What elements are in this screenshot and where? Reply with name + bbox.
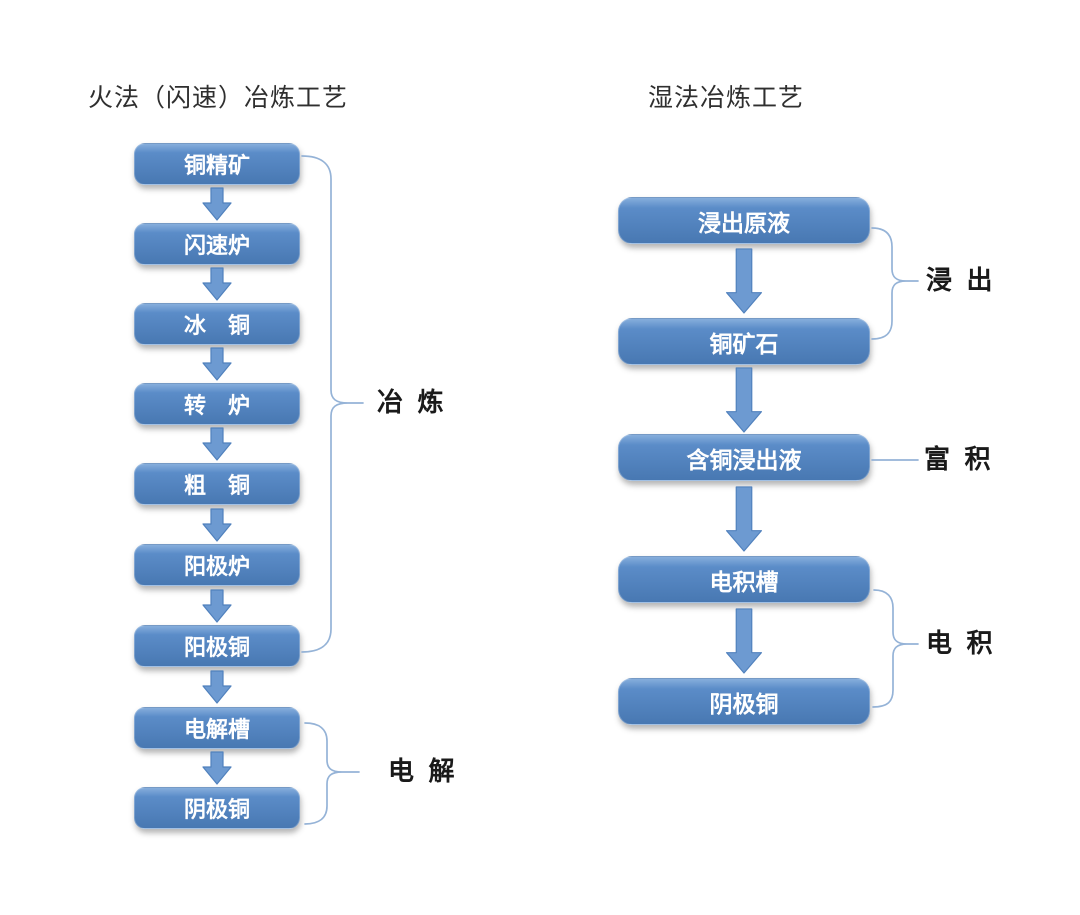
brace-electrolysis-icon bbox=[304, 722, 360, 825]
down-arrow-icon bbox=[202, 427, 232, 461]
flow-box: 电解槽 bbox=[134, 707, 300, 749]
down-arrow-icon bbox=[725, 485, 763, 552]
stage-label-electrowinning: 电 积 bbox=[926, 629, 997, 658]
stage-label-electrolysis: 电 解 bbox=[388, 757, 459, 786]
stage-label-enrichment: 富 积 bbox=[924, 445, 995, 474]
down-arrow-icon bbox=[202, 187, 232, 221]
flow-box: 转 炉 bbox=[134, 383, 300, 425]
down-arrow-icon bbox=[202, 347, 232, 381]
left-flow-title: 火法（闪速）冶炼工艺 bbox=[88, 85, 349, 112]
down-arrow-icon bbox=[202, 670, 232, 704]
flow-box: 铜矿石 bbox=[618, 318, 870, 365]
flow-box: 阳极铜 bbox=[134, 625, 300, 667]
down-arrow-icon bbox=[202, 507, 232, 542]
down-arrow-icon bbox=[725, 607, 763, 674]
brace-electrowinning-icon bbox=[872, 589, 919, 708]
down-arrow-icon bbox=[202, 751, 232, 785]
down-arrow-icon bbox=[725, 366, 763, 433]
flow-box: 粗 铜 bbox=[134, 463, 300, 505]
stage-label-smelting: 冶 炼 bbox=[377, 388, 448, 417]
down-arrow-icon bbox=[202, 588, 232, 623]
flow-box: 电积槽 bbox=[618, 556, 870, 603]
flow-box: 闪速炉 bbox=[134, 223, 300, 265]
down-arrow-icon bbox=[202, 267, 232, 301]
brace-leaching-icon bbox=[871, 227, 919, 340]
flow-box: 铜精矿 bbox=[134, 143, 300, 185]
down-arrow-icon bbox=[725, 248, 763, 314]
flow-box: 阴极铜 bbox=[618, 678, 870, 725]
flow-box: 冰 铜 bbox=[134, 303, 300, 345]
flow-box: 含铜浸出液 bbox=[618, 434, 870, 481]
flow-box: 浸出原液 bbox=[618, 197, 870, 244]
right-flow-title: 湿法冶炼工艺 bbox=[648, 85, 805, 112]
stage-label-leaching: 浸 出 bbox=[926, 266, 997, 295]
flow-box: 阴极铜 bbox=[134, 787, 300, 829]
brace-smelting-icon bbox=[301, 155, 364, 653]
flow-box: 阳极炉 bbox=[134, 544, 300, 586]
